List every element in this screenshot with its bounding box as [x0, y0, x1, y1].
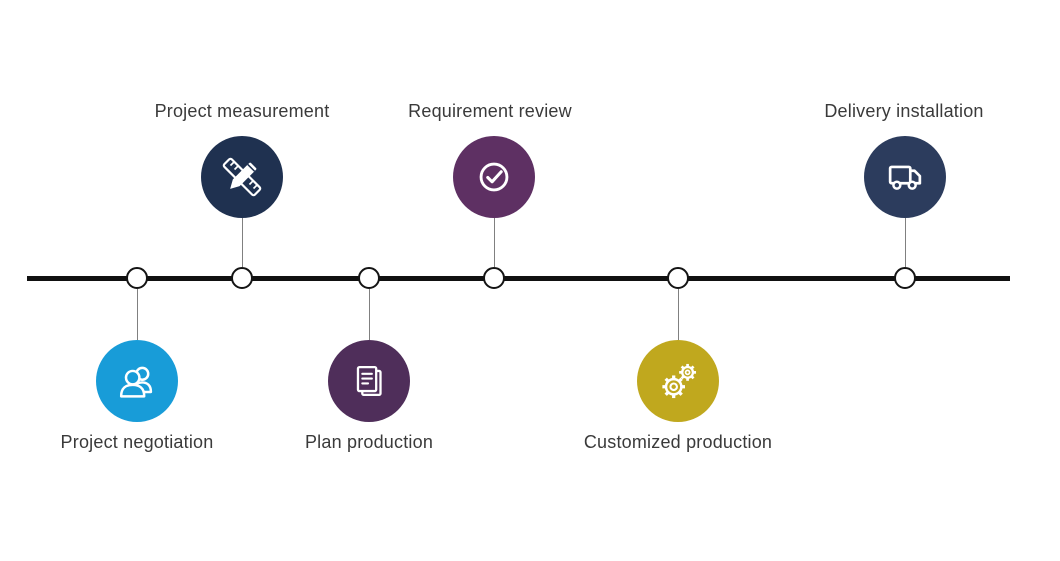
connector-line [137, 289, 138, 340]
connector-line [242, 217, 243, 267]
plan-production-bubble [328, 340, 410, 422]
timeline-dot [358, 267, 380, 289]
ruler-pencil-icon [222, 157, 262, 197]
timeline-dot [126, 267, 148, 289]
node-label-customized-production: Customized production [583, 432, 773, 452]
requirement-review-bubble [453, 136, 535, 218]
gears-icon [662, 363, 697, 399]
check-circle-icon [479, 162, 509, 192]
timeline-dot [483, 267, 505, 289]
node-label-requirement-review: Requirement review [408, 101, 572, 121]
connector-line [678, 289, 679, 340]
timeline-dot [667, 267, 689, 289]
truck-icon [888, 165, 922, 190]
people-icon [119, 366, 153, 398]
document-icon [356, 365, 382, 397]
project-negotiation-bubble [96, 340, 178, 422]
connector-line [369, 289, 370, 340]
timeline-dot [894, 267, 916, 289]
connector-line [494, 217, 495, 267]
delivery-installation-bubble [864, 136, 946, 218]
timeline-axis [27, 276, 1010, 281]
node-label-project-measurement: Project measurement [154, 101, 330, 121]
node-label-plan-production: Plan production [304, 432, 434, 452]
customized-production-bubble [637, 340, 719, 422]
project-measurement-bubble [201, 136, 283, 218]
node-label-project-negotiation: Project negotiation [60, 432, 214, 452]
connector-line [905, 217, 906, 267]
timeline-dot [231, 267, 253, 289]
node-label-delivery-installation: Delivery installation [824, 101, 984, 121]
